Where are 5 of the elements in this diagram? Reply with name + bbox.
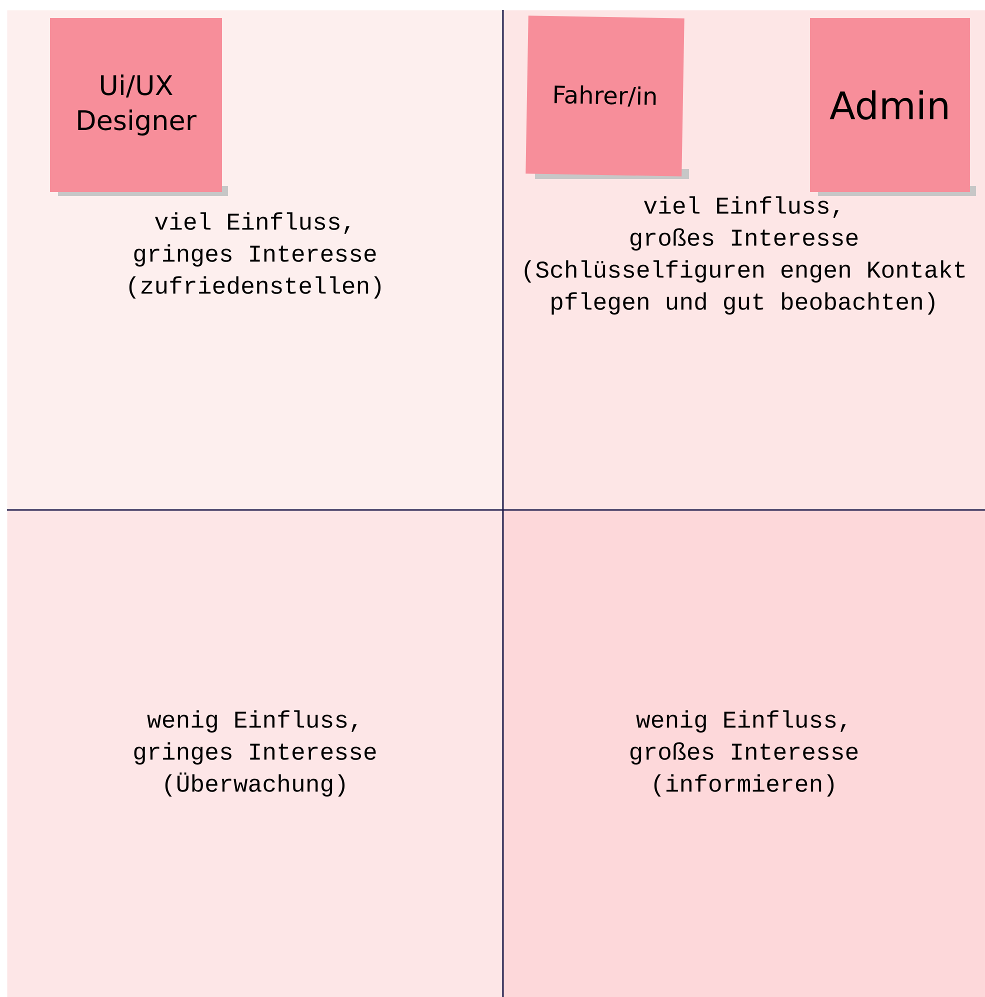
quadrant-panel: wenig Einfluss, gringes Interesse (Überwachung) xyxy=(7,510,504,997)
sticky-note: Ui/UX Designer xyxy=(50,18,228,196)
sticky-note: Admin xyxy=(810,18,976,196)
quadrant-panel: wenig Einfluss, großes Interesse (informieren) xyxy=(503,510,985,997)
sticky-note: Fahrer/in xyxy=(526,16,689,179)
